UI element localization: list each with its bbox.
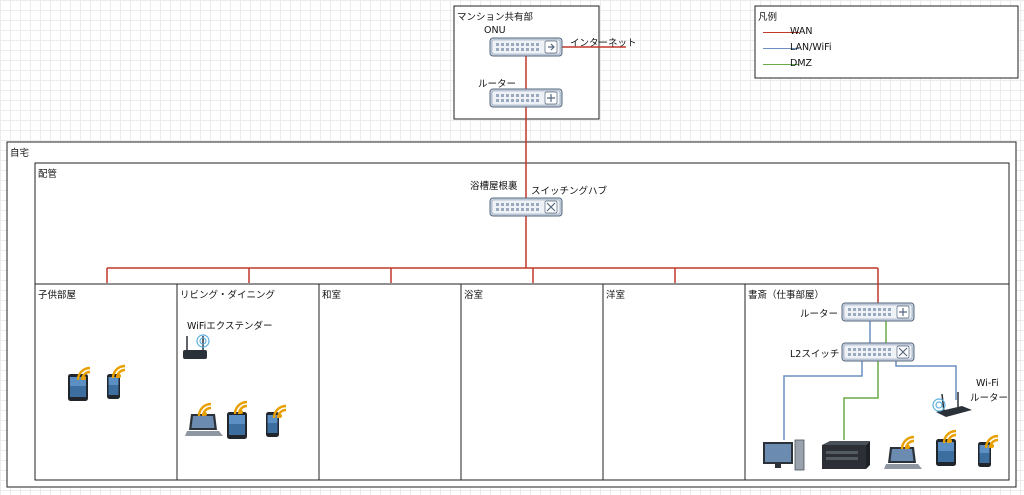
router-icon: [489, 88, 563, 108]
dmz-lines: [843, 321, 887, 440]
legend-line-lan: [763, 48, 799, 49]
hub-location-label: 浴槽屋根裏: [470, 181, 518, 192]
room-title-living: リビング・ダイニング: [180, 290, 276, 301]
piping-box: [34, 162, 1010, 285]
room-title-kids: 子供部屋: [38, 290, 77, 301]
room-box-western: [602, 283, 746, 481]
room-title-bath: 浴室: [464, 290, 484, 301]
onu-label: ONU: [484, 25, 506, 36]
wan-lines: [106, 46, 879, 303]
room-box-bath: [460, 283, 604, 481]
room-title-western: 洋室: [606, 290, 626, 301]
room-box-living: [176, 283, 320, 481]
legend-label-lan: LAN/WiFi: [790, 42, 832, 53]
wifi-router-label-line2: ルーター: [970, 393, 1009, 404]
lan-lines: [783, 321, 957, 440]
piping-title: 配管: [38, 169, 58, 180]
legend-label-wan: WAN: [790, 26, 813, 37]
legend-title: 凡例: [758, 12, 778, 23]
switching-hub-icon: [489, 197, 563, 217]
internet-label: インターネット: [570, 38, 637, 49]
l2-switch-icon: [841, 342, 915, 362]
l2-switch-label: L2スイッチ: [790, 349, 840, 360]
desktop-pc-icon: [763, 439, 805, 471]
study-router-icon: [841, 302, 915, 322]
legend-line-wan: [763, 32, 799, 33]
study-router-label: ルーター: [800, 309, 839, 320]
shared-area-title: マンション共有部: [457, 12, 534, 23]
home-title: 自宅: [10, 148, 30, 159]
wifi-extender-icon: [183, 334, 210, 359]
room-box-washitsu: [318, 283, 462, 481]
onu-icon: [489, 37, 563, 57]
room-box-kids: [34, 283, 178, 481]
wifi-extender-label: WiFiエクステンダー: [187, 321, 273, 332]
legend: [754, 5, 1019, 79]
server-icon: [822, 441, 870, 469]
legend-line-dmz: [763, 64, 799, 65]
legend-label-dmz: DMZ: [790, 58, 813, 69]
switching-hub-label: スイッチングハブ: [531, 186, 608, 197]
wifi-router-label-line1: Wi-Fi: [976, 378, 999, 389]
room-title-study: 書斎（仕事部屋）: [748, 290, 825, 301]
room-title-washitsu: 和室: [322, 290, 342, 301]
shared-router-label: ルーター: [478, 79, 517, 90]
wifi-access-point-icon: [932, 392, 972, 417]
